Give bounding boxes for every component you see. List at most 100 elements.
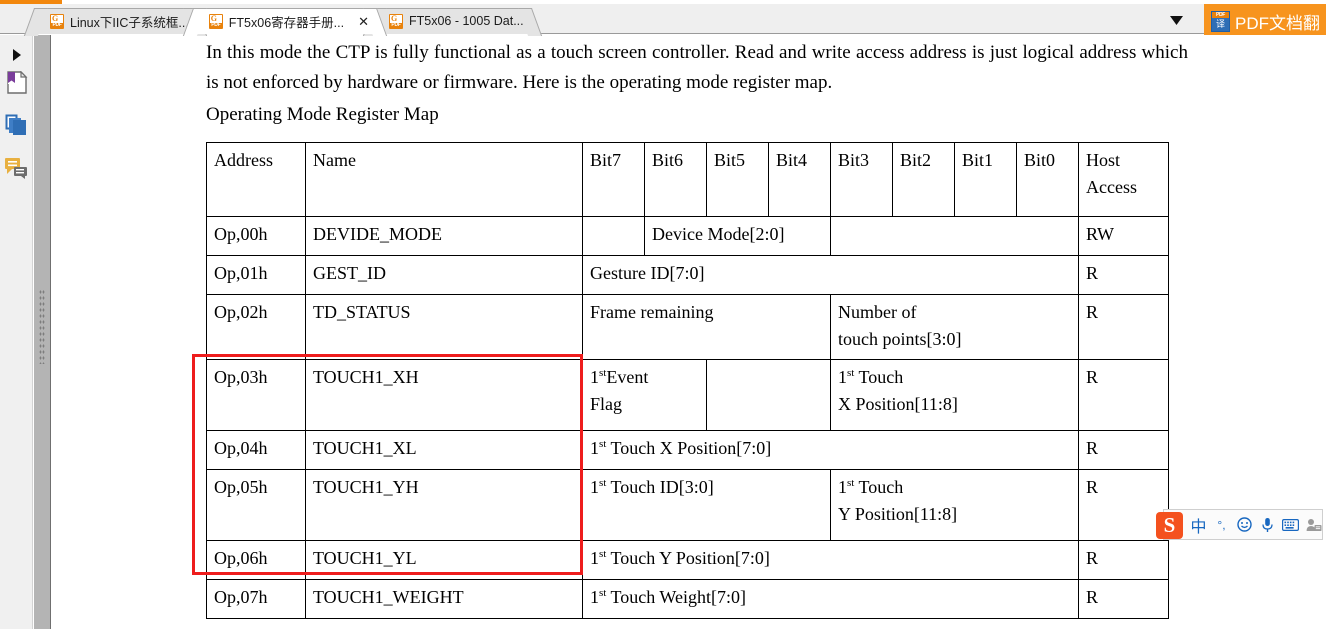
cell-bitfield-empty: [830, 216, 1079, 256]
expand-panel-arrow-icon[interactable]: [0, 35, 33, 75]
document-page: In this mode the CTP is fully functional…: [52, 35, 1326, 629]
splitter-grip: [39, 289, 45, 364]
header-bit2: Bit2: [892, 142, 955, 217]
table-row: Op,00h DEVIDE_MODE Device Mode[2:0] RW: [206, 216, 1169, 256]
close-icon[interactable]: ✕: [358, 13, 369, 29]
language-mode-icon[interactable]: 中: [1190, 518, 1207, 536]
table-row: Op,02h TD_STATUS Frame remaining Number …: [206, 294, 1169, 360]
register-map-table: Address Name Bit7 Bit6 Bit5 Bit4 Bit3 Bi…: [206, 142, 1169, 619]
header-bit3: Bit3: [830, 142, 893, 217]
voice-input-icon[interactable]: [1257, 513, 1278, 537]
cell-name: TOUCH1_XL: [305, 430, 583, 470]
header-bit1: Bit1: [954, 142, 1017, 217]
table-row: Op,06h TOUCH1_YL 1st Touch Y Position[7:…: [206, 540, 1169, 580]
cell-bitfield: 1st Touch X Position[11:8]: [830, 359, 1079, 431]
pdf-translate-icon-top: PDF: [1212, 11, 1229, 18]
cell-address: Op,01h: [206, 255, 306, 295]
tab-background: [374, 8, 530, 34]
cell-address: Op,00h: [206, 216, 306, 256]
ime-items: 中 °,: [1188, 513, 1324, 537]
cell-name: GEST_ID: [305, 255, 583, 295]
comments-icon[interactable]: [0, 148, 33, 188]
cell-address: Op,07h: [206, 579, 306, 619]
pdf-translate-label: PDF文档翻: [1235, 13, 1320, 33]
table-header-row: Address Name Bit7 Bit6 Bit5 Bit4 Bit3 Bi…: [206, 142, 1169, 217]
table-row: Op,01h GEST_ID Gesture ID[7:0] R: [206, 255, 1169, 295]
cell-bitfield: 1st Touch Y Position[7:0]: [582, 540, 1079, 580]
cell-host-access: R: [1078, 255, 1169, 295]
cell-address: Op,02h: [206, 294, 306, 360]
cell-line2: Flag: [590, 394, 623, 414]
cell-host-access: R: [1078, 469, 1169, 541]
header-bit6: Bit6: [644, 142, 707, 217]
cell-bitfield: Number of touch points[3:0]: [830, 294, 1079, 360]
table-row: Op,04h TOUCH1_XL 1st Touch X Position[7:…: [206, 430, 1169, 470]
table-row: Op,07h TOUCH1_WEIGHT 1st Touch Weight[7:…: [206, 579, 1169, 619]
sogou-logo-icon[interactable]: S: [1156, 512, 1183, 539]
cell-bitfield: 1st Touch Y Position[11:8]: [830, 469, 1079, 541]
section-subheading: Operating Mode Register Map: [206, 104, 439, 125]
soft-keyboard-icon[interactable]: [1280, 513, 1301, 537]
cell-line2: X Position[11:8]: [838, 394, 958, 414]
table-row: Op,03h TOUCH1_XH 1stEvent Flag 1st Touch…: [206, 359, 1169, 431]
header-bit0: Bit0: [1016, 142, 1079, 217]
cell-bitfield: 1st Touch Weight[7:0]: [582, 579, 1079, 619]
cell-line2: Y Position[11:8]: [838, 504, 958, 524]
header-bit5: Bit5: [706, 142, 769, 217]
ime-toolbar: S 中 °,: [1156, 509, 1324, 540]
tab-label: Linux下IIC子系统框...: [70, 15, 189, 30]
header-bit4: Bit4: [768, 142, 831, 217]
cell-host-access: R: [1078, 579, 1169, 619]
header-bit7: Bit7: [582, 142, 645, 217]
cell-bitfield: 1stEvent Flag: [582, 359, 707, 431]
header-host-line1: Host: [1086, 150, 1121, 170]
emoji-icon[interactable]: [1234, 513, 1255, 537]
cell-name: TOUCH1_YH: [305, 469, 583, 541]
document-content: In this mode the CTP is fully functional…: [192, 35, 1216, 619]
chevron-down-icon[interactable]: [1168, 12, 1184, 28]
cell-host-access: R: [1078, 540, 1169, 580]
cell-line1: 1st Touch: [838, 477, 904, 497]
pdf-translate-button[interactable]: PDF 译 PDF文档翻: [1204, 4, 1326, 38]
cell-bitfield: Gesture ID[7:0]: [582, 255, 1079, 295]
cell-name: TOUCH1_XH: [305, 359, 583, 431]
cell-bitfield-empty: [582, 216, 645, 256]
title-accent-bar: [0, 0, 62, 4]
register-map-table-wrapper: Address Name Bit7 Bit6 Bit5 Bit4 Bit3 Bi…: [192, 142, 1169, 619]
user-center-icon[interactable]: [1303, 513, 1324, 537]
cell-host-access: R: [1078, 294, 1169, 360]
punctuation-mode-icon[interactable]: °,: [1217, 517, 1226, 532]
cell-line2: touch points[3:0]: [838, 329, 962, 349]
cell-bitfield: Frame remaining: [582, 294, 831, 360]
bookmarks-icon[interactable]: [0, 63, 33, 103]
cell-host-access: RW: [1078, 216, 1169, 256]
cell-address: Op,03h: [206, 359, 306, 431]
cell-line1: 1st Touch: [838, 367, 904, 387]
tab-background: [194, 8, 375, 34]
cell-address: Op,06h: [206, 540, 306, 580]
header-name: Name: [305, 142, 583, 217]
cell-bitfield: 1st Touch ID[3:0]: [582, 469, 831, 541]
panel-splitter[interactable]: [34, 35, 51, 629]
table-row: Op,05h TOUCH1_YH 1st Touch ID[3:0] 1st T…: [206, 469, 1169, 541]
pages-stack-icon[interactable]: [0, 105, 33, 145]
header-host-line2: Access: [1086, 177, 1137, 197]
cell-bitfield-empty: [706, 359, 831, 431]
left-tool-rail: [0, 35, 33, 629]
cell-name: DEVIDE_MODE: [305, 216, 583, 256]
tab-label: FT5x06寄存器手册...: [228, 15, 345, 30]
cell-line1: 1stEvent: [590, 367, 649, 387]
cell-bitfield: 1st Touch X Position[7:0]: [582, 430, 1079, 470]
header-host-access: Host Access: [1078, 142, 1169, 217]
cell-address: Op,05h: [206, 469, 306, 541]
header-address: Address: [206, 142, 306, 217]
